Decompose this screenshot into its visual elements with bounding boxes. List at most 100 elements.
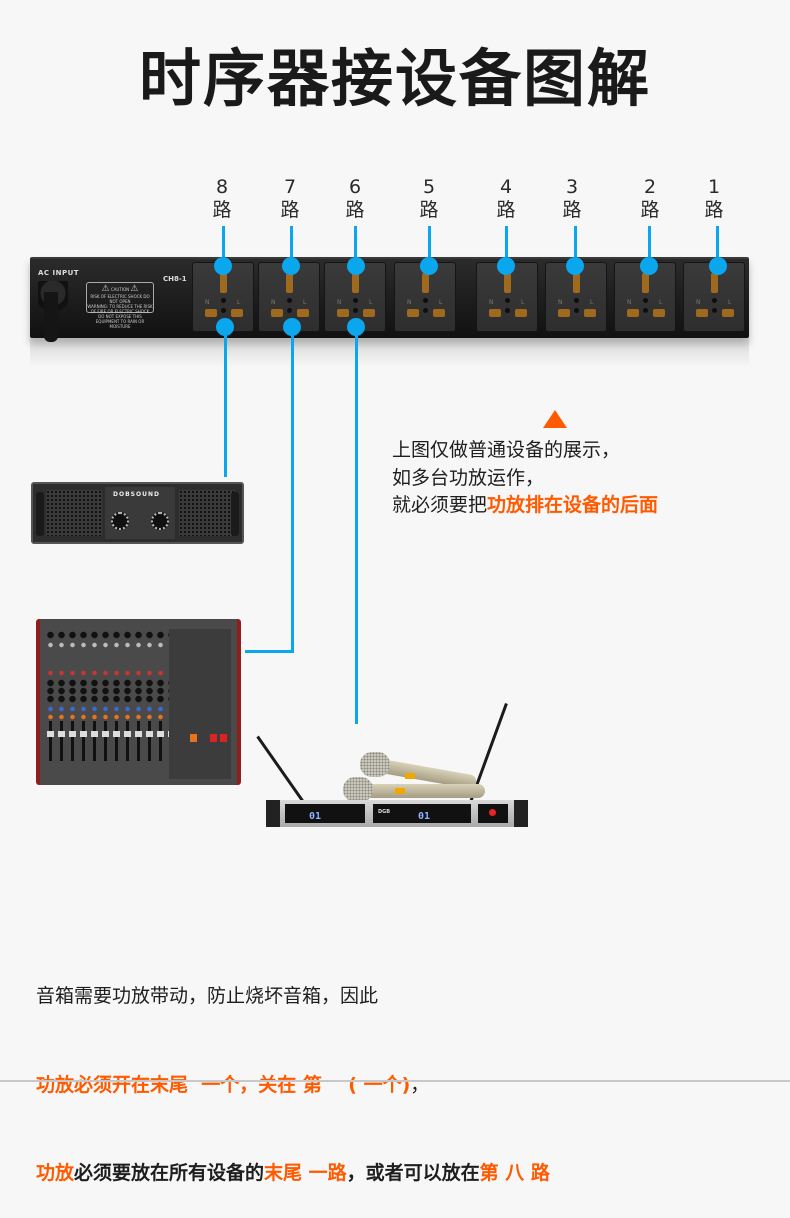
channel-fader-cap	[47, 731, 54, 737]
connection-dot-4-top	[497, 257, 515, 275]
receiver-channel-a-panel: 01	[285, 804, 365, 823]
warning-text: WARNING: TO REDUCE THE RISK OF FIRE OR E…	[87, 304, 153, 329]
channel-fader-track	[60, 721, 63, 761]
mixer-master-section	[169, 629, 231, 779]
live-label: L	[439, 299, 443, 306]
receiver-brand: DGB	[378, 809, 391, 815]
neutral-pin-slot	[407, 309, 419, 317]
earth-pin-slot	[642, 273, 649, 293]
vent-grill-left	[46, 490, 102, 536]
rack-handle-right	[231, 492, 239, 536]
channel-fader-track	[82, 721, 85, 761]
neutral-label: N	[205, 299, 210, 306]
mixer-channel-strip	[134, 629, 143, 769]
neutral-pin-slot	[271, 309, 283, 317]
live-label: L	[303, 299, 307, 306]
microphone-head-back	[360, 752, 390, 777]
pin-hole	[505, 298, 510, 303]
wireless-microphone-receiver: 01 DGB 01	[266, 800, 528, 827]
wire-channel-6-to-receiver	[355, 327, 358, 724]
connection-dot-5-top	[420, 257, 438, 275]
pin-hole	[353, 308, 358, 313]
page-title: 时序器接设备图解	[138, 42, 651, 115]
channel-fader-track	[148, 721, 151, 761]
earth-pin-slot	[220, 273, 227, 293]
microphone-handle-front	[355, 784, 485, 798]
neutral-pin-slot	[205, 309, 217, 317]
channel-fader-cap	[157, 731, 164, 737]
pin-hole	[287, 308, 292, 313]
wire-label-7	[290, 226, 293, 266]
live-label: L	[728, 299, 732, 306]
mixer-channel-strip	[68, 629, 77, 769]
note-highlight: 功放排在设备的后面	[487, 494, 659, 516]
neutral-pin-slot	[627, 309, 639, 317]
channel-fader-cap	[146, 731, 153, 737]
connection-dot-6-bottom	[347, 318, 365, 336]
triangle-up-icon	[543, 410, 567, 428]
volume-knob-a	[111, 512, 129, 530]
rack-handle-left	[36, 492, 44, 536]
note-line-3: 就必须要把功放排在设备的后面	[392, 494, 659, 516]
neutral-label: N	[489, 299, 494, 306]
channel-fader-cap	[124, 731, 131, 737]
receiver-power-panel	[478, 804, 508, 823]
channel-fader-track	[49, 721, 52, 761]
warning-triangle-icon: ⚠	[101, 284, 110, 294]
earth-pin-slot	[573, 273, 580, 293]
pin-hole	[574, 308, 579, 313]
channel-fader-track	[126, 721, 129, 761]
receiver-channel-b-panel: DGB 01	[373, 804, 471, 823]
channel-fader-track	[104, 721, 107, 761]
pin-hole	[287, 298, 292, 303]
channel-fader-cap	[135, 731, 142, 737]
connection-dot-8-top	[214, 257, 232, 275]
mixer-channel-strip	[101, 629, 110, 769]
caution-title: ⚠ CAUTION ⚠	[101, 284, 139, 294]
pin-hole	[712, 298, 717, 303]
wire-label-4	[505, 226, 508, 266]
pin-hole	[574, 298, 579, 303]
live-pin-slot	[722, 309, 734, 317]
note-text: 上图仅做普通设备的展示， 如多台功放运作， 就必须要把功放排在设备的后面	[392, 437, 658, 520]
connection-dot-3-top	[566, 257, 584, 275]
note-line-2: 如多台功放运作，	[392, 466, 545, 489]
channel-fader-track	[137, 721, 140, 761]
model-label: CH8-1	[163, 275, 187, 283]
mixing-console	[36, 619, 241, 785]
rack-reflection	[30, 338, 749, 368]
channel-fader-track	[93, 721, 96, 761]
wire-label-2	[648, 226, 651, 266]
connection-dot-8-bottom	[216, 318, 234, 336]
bottom-line-2: 功放必须开在末尾 一个，关在 第 ( 一个)，	[36, 1073, 430, 1096]
amplifier-brand: DOBSOUND	[113, 491, 160, 498]
master-fader-cap	[220, 734, 227, 742]
vent-grill-right	[179, 490, 235, 536]
live-label: L	[590, 299, 594, 306]
amplifier-front-panel: DOBSOUND	[105, 487, 175, 539]
power-cable	[44, 292, 58, 342]
neutral-label: N	[271, 299, 276, 306]
earth-pin-slot	[286, 273, 293, 293]
mixer-channel-strip	[112, 629, 121, 769]
mixer-channel-strip	[145, 629, 154, 769]
receiver-display-a: 01	[309, 811, 322, 822]
live-label: L	[521, 299, 525, 306]
channel-fader-cap	[102, 731, 109, 737]
receiver-display-b: 01	[418, 811, 431, 822]
live-pin-slot	[231, 309, 243, 317]
pin-hole	[423, 298, 428, 303]
neutral-label: N	[558, 299, 563, 306]
master-fader-cap	[210, 734, 217, 742]
pin-hole	[221, 298, 226, 303]
power-button	[489, 809, 496, 816]
connection-dot-1-top	[709, 257, 727, 275]
live-pin-slot	[363, 309, 375, 317]
mixer-channel-strip	[90, 629, 99, 769]
wire-channel-8-to-amplifier	[224, 327, 227, 477]
live-pin-slot	[584, 309, 596, 317]
caution-text: RISK OF ELECTRIC SHOCK DO NOT OPEN	[90, 294, 150, 304]
power-amplifier: DOBSOUND	[31, 482, 244, 544]
